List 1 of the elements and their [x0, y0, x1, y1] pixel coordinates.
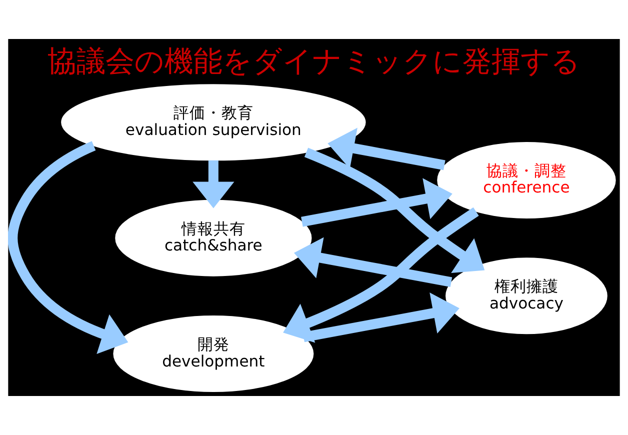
diagram-title: 協議会の機能をダイナミックに発揮する — [48, 44, 580, 78]
